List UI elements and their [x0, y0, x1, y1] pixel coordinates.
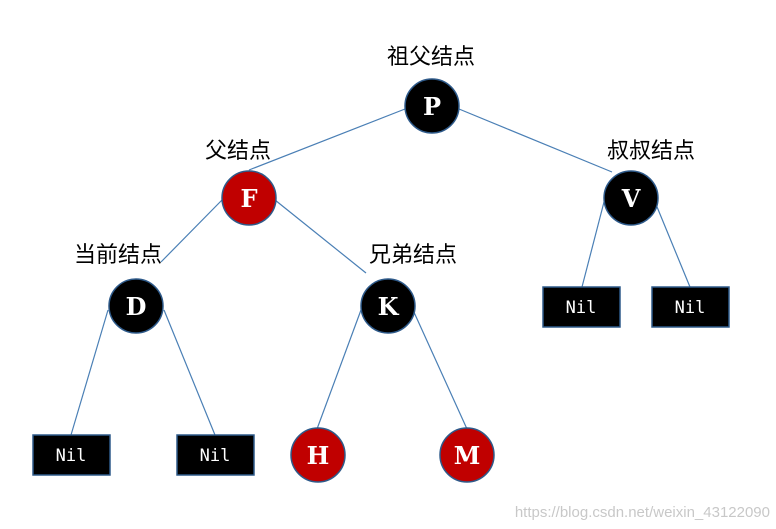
- nil-label: Nil: [200, 446, 231, 466]
- caption-uncle: 叔叔结点: [607, 139, 695, 164]
- caption-current: 当前结点: [74, 243, 162, 268]
- caption-parent: 父结点: [205, 139, 271, 164]
- nil-box: [176, 434, 255, 476]
- nil-label: Nil: [566, 298, 597, 318]
- edge-f-d: [160, 199, 223, 263]
- nil-label: Nil: [675, 298, 706, 318]
- node-label: H: [307, 441, 330, 470]
- node-circle: [439, 427, 495, 483]
- nil-label: Nil: [56, 446, 87, 466]
- edges: [70, 108, 691, 436]
- node-circle: [603, 170, 659, 226]
- tree-node-f: F: [221, 170, 277, 226]
- node-circle: [404, 78, 460, 134]
- node-label: F: [240, 184, 257, 213]
- node-label: V: [621, 184, 641, 213]
- tree-node-m: M: [439, 427, 495, 483]
- edge-f-k: [274, 199, 367, 274]
- tree-node-p: P: [404, 78, 460, 134]
- tree-node-k: K: [360, 278, 416, 334]
- edge-v-nil-right: [654, 201, 691, 288]
- edge-p-f: [248, 108, 406, 171]
- node-label: K: [378, 292, 400, 321]
- tree-node-d: D: [108, 278, 164, 334]
- nil-leaf-d-right: Nil: [176, 434, 255, 476]
- edge-d-nil-left: [70, 309, 109, 436]
- edge-v-nil-left: [581, 201, 605, 288]
- tree-node-h: H: [290, 427, 346, 483]
- nil-box: [651, 286, 730, 328]
- edge-d-nil-right: [163, 309, 216, 436]
- node-circle: [360, 278, 416, 334]
- tree-node-v: V: [603, 170, 659, 226]
- node-label: P: [423, 92, 441, 121]
- edge-k-m: [412, 309, 468, 430]
- node-circle: [221, 170, 277, 226]
- node-circle: [290, 427, 346, 483]
- nil-leaf-v-right: Nil: [651, 286, 730, 328]
- nil-leaf-d-left: Nil: [32, 434, 111, 476]
- nil-box: [542, 286, 621, 328]
- nil-leaf-v-left: Nil: [542, 286, 621, 328]
- node-circle: [108, 278, 164, 334]
- caption-sibling: 兄弟结点: [369, 243, 457, 268]
- caption-grandparent: 祖父结点: [387, 45, 475, 70]
- node-label: M: [454, 441, 481, 470]
- nil-box: [32, 434, 111, 476]
- edge-k-h: [316, 309, 362, 430]
- node-label: D: [126, 292, 147, 321]
- edge-p-v: [458, 108, 613, 173]
- watermark-url: https://blog.csdn.net/weixin_43122090: [515, 504, 770, 521]
